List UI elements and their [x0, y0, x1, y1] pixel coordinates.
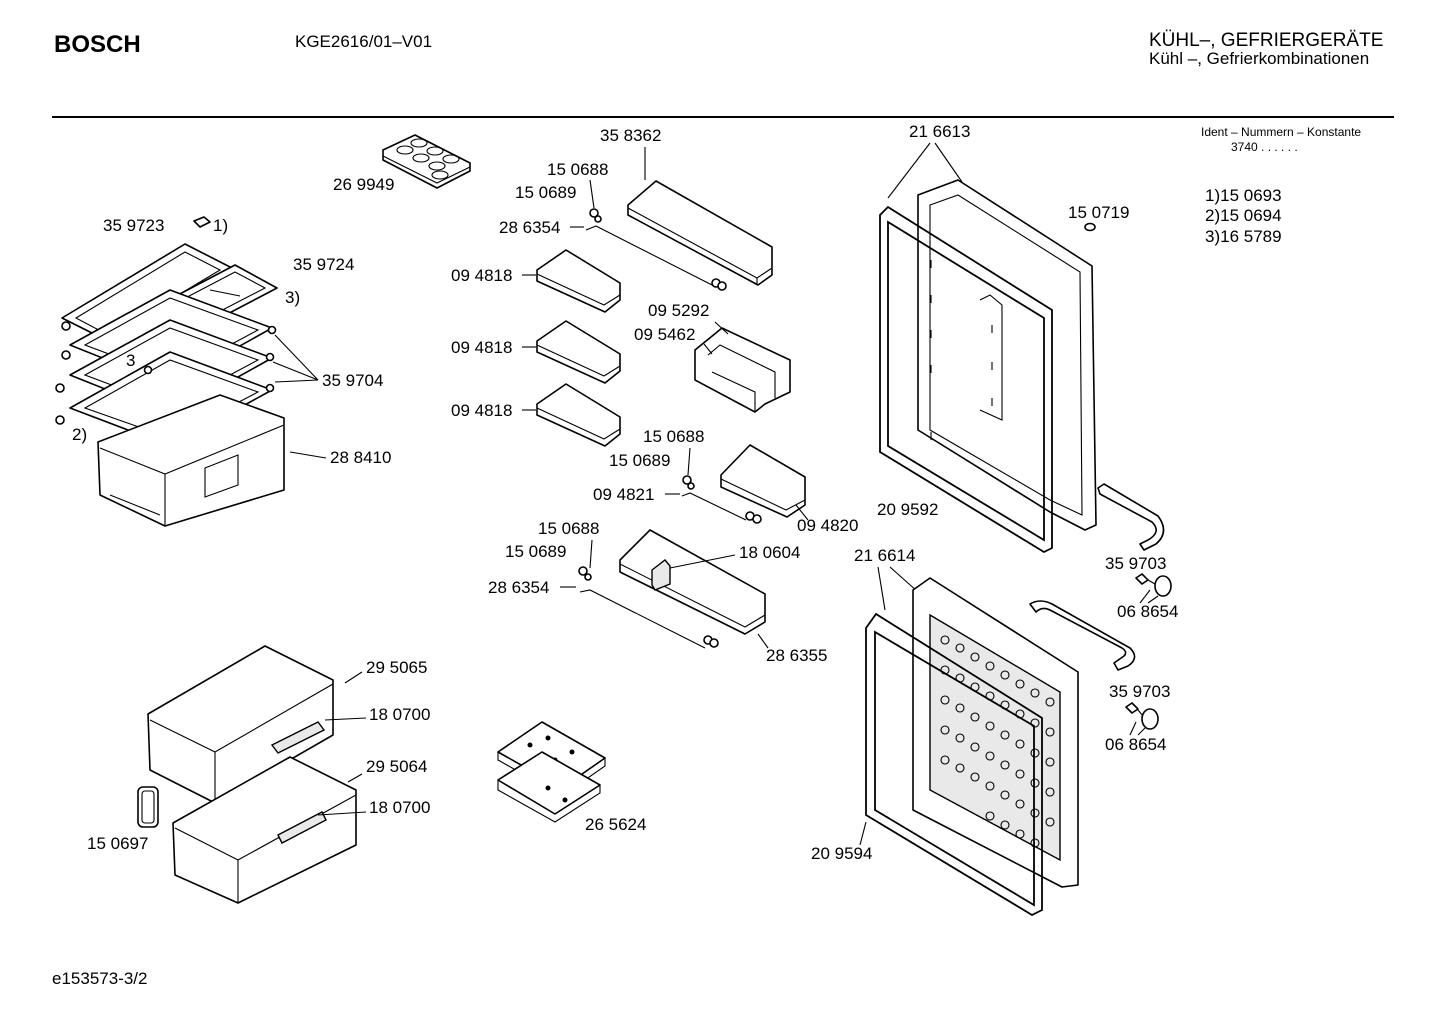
door-bin-small-1	[536, 249, 621, 313]
shelf-rail-wire-middle	[681, 475, 762, 524]
label-359724: 35 9724	[293, 255, 354, 274]
label-286355: 28 6355	[766, 646, 827, 665]
label-288410: 28 8410	[330, 448, 391, 467]
vegetable-crisper-bin	[97, 394, 285, 527]
label-180700-a: 18 0700	[369, 705, 430, 724]
door-bin-middle	[720, 444, 806, 518]
drawer-seal-ring	[137, 786, 159, 828]
cold-pack-lower	[497, 751, 601, 823]
freezer-drawer-upper	[147, 645, 334, 804]
label-295065: 29 5065	[366, 658, 427, 677]
label-094821: 09 4821	[593, 485, 654, 504]
label-359723: 35 9723	[103, 216, 164, 235]
freezer-drawer-lower	[172, 756, 357, 904]
label-269949: 26 9949	[333, 175, 394, 194]
label-150688-c: 15 0688	[538, 519, 599, 538]
title-line-1: KÜHL–, GEFRIERGERÄTE	[1149, 30, 1383, 51]
label-ref-2: 2)	[72, 425, 87, 444]
label-150689-a: 15 0689	[515, 183, 576, 202]
label-180700-b: 18 0700	[369, 798, 430, 817]
freezer-door-gasket	[865, 612, 1043, 917]
document-id: e153573-3/2	[52, 969, 147, 988]
freezer-door-panel	[912, 577, 1079, 888]
label-209592: 20 9592	[877, 500, 938, 519]
label-095292: 09 5292	[648, 301, 709, 320]
door-bin-small-3	[536, 383, 621, 447]
fridge-door-gasket	[879, 205, 1053, 554]
label-359703-a: 35 9703	[1105, 554, 1166, 573]
screw-icon-a	[1135, 573, 1172, 597]
shelf-clip-icon	[193, 216, 211, 228]
label-359723-ref: 1)	[213, 216, 228, 235]
door-shelf-top	[627, 180, 773, 286]
label-265624: 26 5624	[585, 815, 646, 834]
title-line-2: Kühl –, Gefrierkombinationen	[1149, 49, 1369, 68]
label-209594: 20 9594	[811, 844, 872, 863]
shelf-rail-wire-bottom	[578, 566, 719, 649]
label-150697: 15 0697	[87, 834, 148, 853]
fridge-door-handle	[1097, 483, 1165, 551]
label-150719: 15 0719	[1068, 203, 1129, 222]
egg-tray-part	[382, 134, 471, 189]
door-bin-small-2	[536, 320, 621, 384]
label-180604: 18 0604	[739, 543, 800, 562]
freezer-door-dimple-pattern	[940, 635, 1055, 848]
door-shelf-bottom	[619, 529, 766, 635]
shelf-support-icons	[55, 321, 277, 425]
freezer-door-handle	[1029, 600, 1136, 671]
bottle-holder	[694, 327, 791, 413]
ident-note-1: 1)15 0693	[1205, 186, 1282, 205]
label-ref-3-a: 3)	[285, 288, 300, 307]
label-150688-b: 15 0688	[643, 427, 704, 446]
label-150688-a: 15 0688	[547, 160, 608, 179]
door-hinge-cap	[1084, 222, 1096, 232]
label-216613: 21 6613	[909, 122, 970, 141]
fridge-door-panel	[917, 179, 1097, 531]
label-358362: 35 8362	[600, 126, 661, 145]
label-286354-a: 28 6354	[499, 218, 560, 237]
ident-note-3: 3)16 5789	[1205, 227, 1282, 246]
label-150689-b: 15 0689	[609, 451, 670, 470]
label-094818-a: 09 4818	[451, 266, 512, 285]
screw-icon-b	[1125, 702, 1159, 730]
label-295064: 29 5064	[366, 757, 427, 776]
ident-heading: Ident – Nummern – Konstante	[1201, 125, 1361, 139]
ident-note-2: 2)15 0694	[1205, 206, 1282, 225]
shelf-rail-wire-top	[585, 208, 727, 291]
label-068654-b: 06 8654	[1105, 735, 1166, 754]
label-ref-3-b: 3	[126, 351, 135, 370]
label-359703-b: 35 9703	[1109, 682, 1170, 701]
label-359704: 35 9704	[322, 371, 383, 390]
label-094818-c: 09 4818	[451, 401, 512, 420]
label-068654-a: 06 8654	[1117, 602, 1178, 621]
label-094820: 09 4820	[797, 516, 858, 535]
label-150689-c: 15 0689	[505, 542, 566, 561]
label-216614: 21 6614	[854, 546, 915, 565]
ident-constant: 3740 . . . . . .	[1231, 140, 1298, 154]
label-094818-b: 09 4818	[451, 338, 512, 357]
label-286354-b: 28 6354	[488, 578, 549, 597]
model-number: KGE2616/01–V01	[295, 32, 432, 51]
label-095462: 09 5462	[634, 325, 695, 344]
brand-logo: BOSCH	[54, 31, 141, 58]
